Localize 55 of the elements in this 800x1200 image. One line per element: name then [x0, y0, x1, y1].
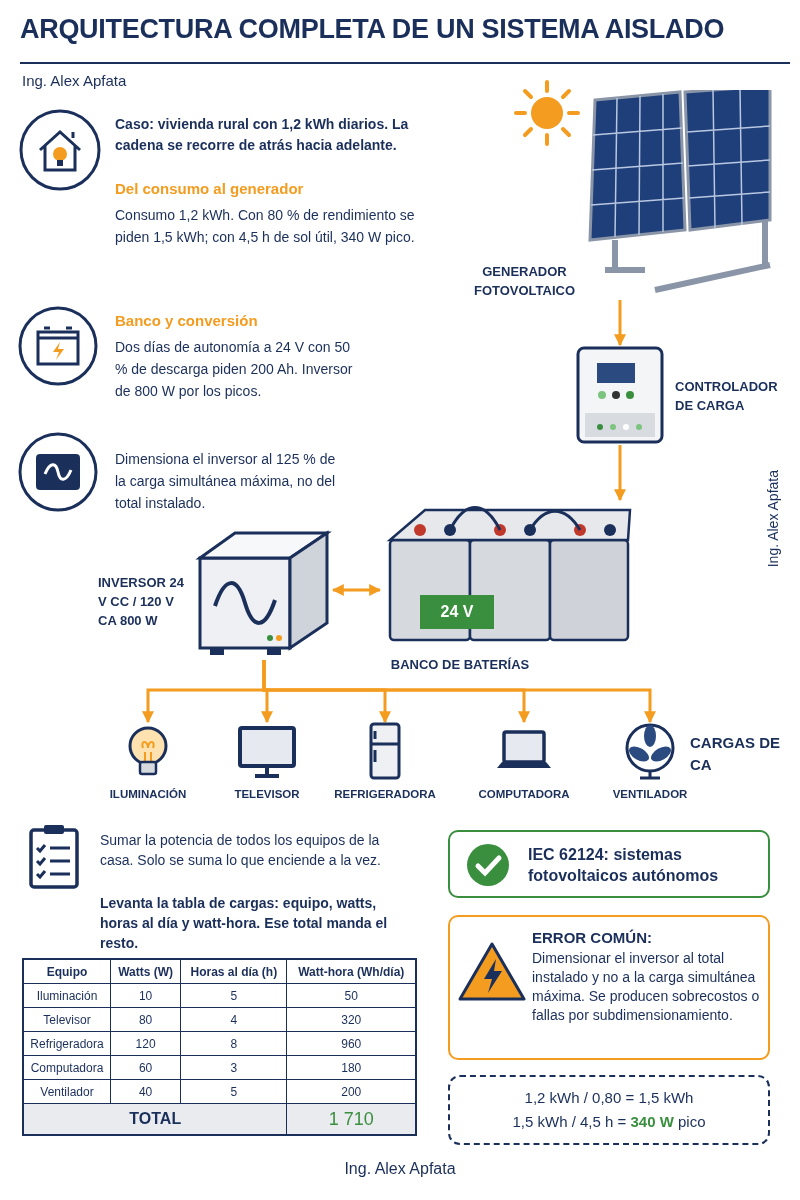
- warning-heading: ERROR COMÚN:: [532, 929, 653, 946]
- load-label: VENTILADOR: [611, 788, 689, 800]
- section-heading: Del consumo al generador: [115, 180, 305, 197]
- load-label: COMPUTADORA: [477, 788, 571, 800]
- formula-card: [448, 1075, 770, 1145]
- equipment-name: Televisor: [23, 1007, 111, 1032]
- title: ARQUITECTURA COMPLETA DE UN SISTEMA AISLADO: [20, 14, 726, 45]
- section-text: Dos días de autonomía a 24 V con 50 % de descarga piden 200 Ah. Inversor de 800 W por los picos.: [115, 338, 354, 401]
- side-credit: Ing. Alex Apfata: [765, 470, 781, 568]
- table-value: 10: [110, 983, 181, 1008]
- warning-card: [448, 915, 770, 1060]
- load-label: ILUMINACIÓN: [108, 788, 188, 800]
- section-text: Dimensiona el inversor al 125 % de la carga simultánea máxima, no del total instalado.: [115, 450, 337, 513]
- warning-text: Dimensionar el inversor al total instalado y no a la carga simultánea máxima. Se producen sobrecostos o fallas por subdimensionamiento.: [532, 949, 761, 1025]
- table-value: 40: [110, 1079, 181, 1104]
- formula-line: 1,2 kWh / 0,80 = 1,5 kWh: [523, 1089, 695, 1106]
- component-label: INVERSOR 24 V CC / 120 V CA 800 W: [98, 574, 185, 630]
- instruction-text: Levanta la tabla de cargas: equipo, watts, horas al día y watt-hora. Ese total manda el resto.: [100, 894, 389, 953]
- equipment-name: Refrigeradora: [23, 1031, 111, 1056]
- table-value: 5: [180, 1079, 287, 1104]
- arrow: [614, 300, 626, 347]
- table-value: 5: [180, 983, 287, 1008]
- equipment-name: Computadora: [23, 1055, 111, 1080]
- formula-line: 1,5 kWh / 4,5 h = 340 W pico: [511, 1113, 707, 1130]
- section-heading: Banco y conversión: [115, 312, 259, 329]
- instruction-text: Sumar la potencia de todos los equipos de la casa. Solo se suma lo que enciende a la vez.: [100, 831, 382, 870]
- case-text: Caso: vivienda rural con 1,2 kWh diarios. La cadena se recorre de atrás hacia adelante.: [115, 115, 410, 155]
- table-value: 4: [180, 1007, 287, 1032]
- table-value: 3: [180, 1055, 287, 1080]
- total-label: TOTAL: [23, 1103, 287, 1135]
- table-value: 8: [180, 1031, 287, 1056]
- arrow: [614, 445, 626, 502]
- component-label: CONTROLADOR DE CARGA: [675, 378, 775, 415]
- author-credit: Ing. Alex Apfata: [22, 72, 128, 89]
- standard-text: IEC 62124: sistemas fotovoltaicos autónomos: [528, 845, 720, 886]
- table-value: 80: [110, 1007, 181, 1032]
- load-label: REFRIGERADORA: [333, 788, 437, 800]
- section-text: Consumo 1,2 kWh. Con 80 % de rendimiento se piden 1,5 kWh; con 4,5 h de sol útil, 340 W pico.: [115, 206, 416, 247]
- table-value: 120: [110, 1031, 181, 1056]
- voltage-tag: 24 V: [420, 595, 494, 629]
- column-header: Horas al día (h): [180, 959, 287, 984]
- table-value: 60: [110, 1055, 181, 1080]
- column-header: Equipo: [23, 959, 111, 984]
- equipment-name: Iluminación: [23, 983, 111, 1008]
- arrow: [262, 660, 656, 724]
- component-label: BANCO DE BATERÍAS: [389, 656, 531, 674]
- equipment-name: Ventilador: [23, 1079, 111, 1104]
- component-label: GENERADOR FOTOVOLTAICO: [472, 263, 577, 300]
- group-label: CARGAS DE CA: [690, 733, 780, 775]
- footer-credit: Ing. Alex Apfata: [343, 1160, 457, 1178]
- column-header: Watts (W): [110, 959, 181, 984]
- standard-card: [448, 830, 770, 898]
- arrow: [331, 584, 382, 596]
- total-value: 1 710: [286, 1103, 416, 1135]
- load-label: TELEVISOR: [233, 788, 301, 800]
